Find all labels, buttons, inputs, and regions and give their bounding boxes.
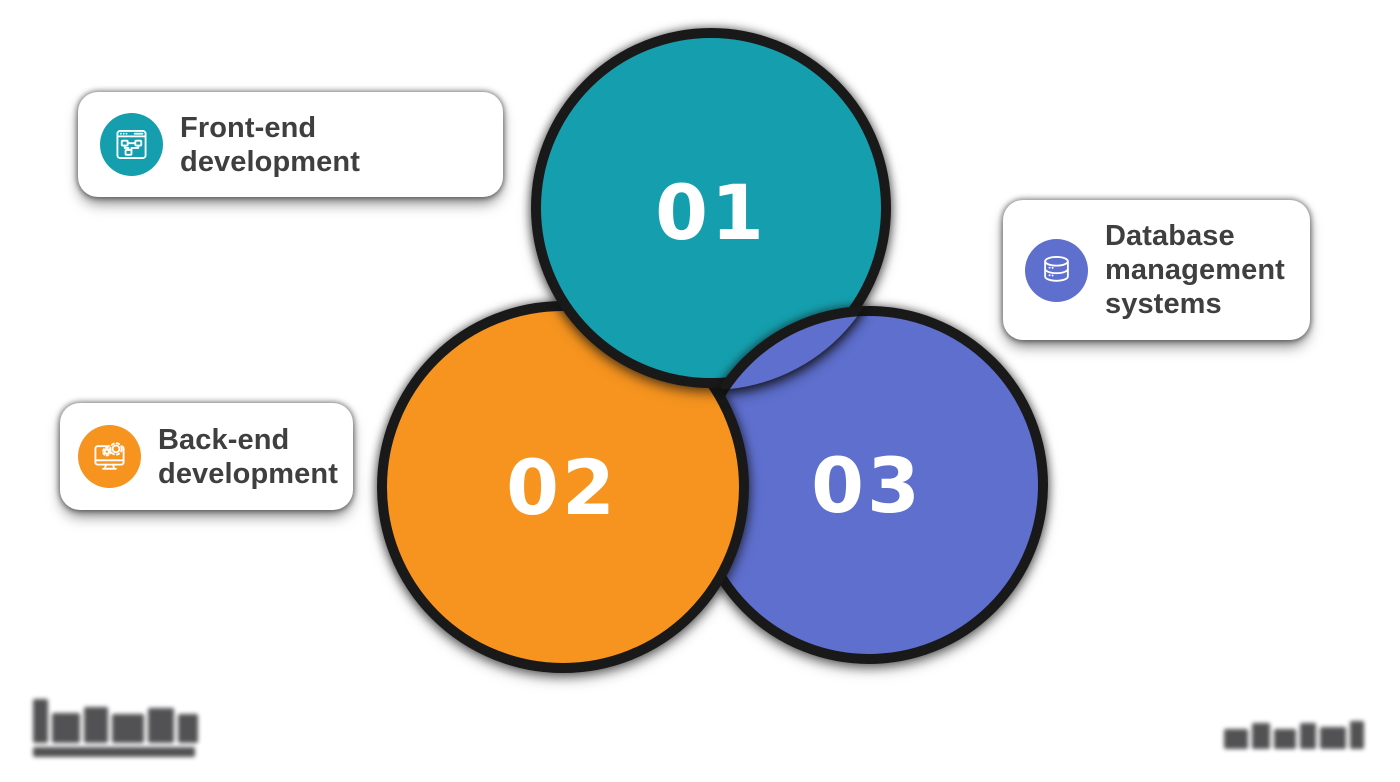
circle-03-number: 03 xyxy=(811,441,923,530)
card-backend-label: Back-end development xyxy=(158,423,338,490)
left-watermark-wordmark xyxy=(33,699,205,743)
card-database-label: Database management systems xyxy=(1105,220,1285,320)
left-watermark-logo xyxy=(33,699,205,757)
circle-01-frontend xyxy=(531,28,891,388)
circle-02-number: 02 xyxy=(506,443,618,532)
card-frontend-label: Front-end development xyxy=(180,111,360,178)
monitor-gears-icon xyxy=(78,425,141,488)
database-icon xyxy=(1025,238,1088,302)
card-frontend: Front-end development xyxy=(78,92,503,197)
left-watermark-tagline xyxy=(33,747,195,757)
card-backend: Back-end development xyxy=(60,403,353,510)
card-database: Database management systems xyxy=(1003,200,1310,340)
browser-sitemap-icon xyxy=(100,113,163,176)
right-watermark-wordmark xyxy=(1224,721,1364,749)
circle-03-overlap-segment xyxy=(690,306,1048,664)
circle-01-number: 01 xyxy=(655,168,767,257)
right-watermark-logo xyxy=(1224,721,1364,755)
